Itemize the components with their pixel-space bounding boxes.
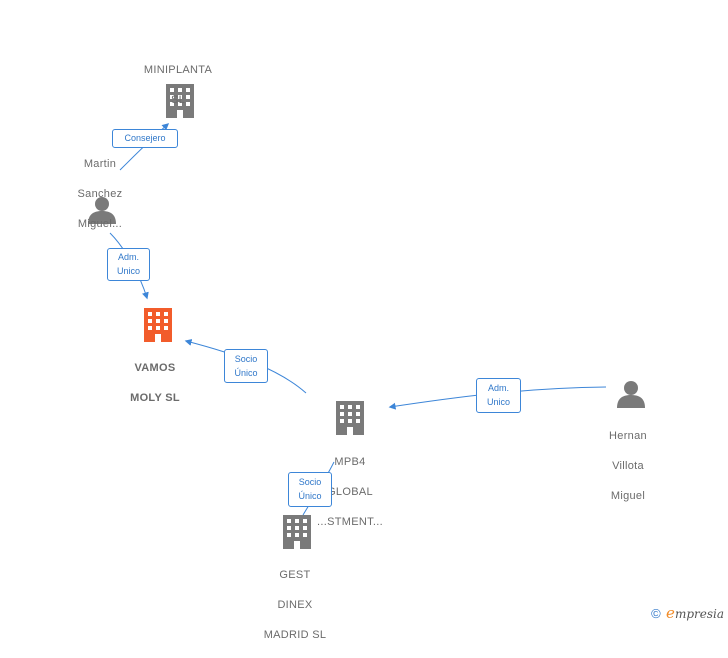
node-label-vamos[interactable]: VAMOS MOLY SL <box>105 346 205 421</box>
label-line: GLOBAL <box>327 486 373 498</box>
edge-label-consejero[interactable]: Consejero <box>112 129 178 148</box>
brand-rest: mpresia <box>674 607 724 621</box>
label-line: MINIPLANTA <box>143 64 213 76</box>
edge-label-adm-martin[interactable]: Adm. Unico <box>107 248 150 281</box>
node-label-hernan[interactable]: Hernan Villota Miguel <box>578 414 678 519</box>
label-line: MPB4 <box>334 456 366 468</box>
brand-e: e <box>666 604 675 622</box>
label-line: Unico <box>486 397 510 407</box>
edge-label-socio-gest[interactable]: Socio Único <box>288 472 332 507</box>
empresia-logo: © empresia <box>651 604 724 622</box>
node-label-miniplanta[interactable]: MINIPLANTA SL <box>128 48 228 123</box>
label-line: Miguel... <box>77 218 123 230</box>
label-line: DINEX <box>277 599 313 611</box>
label-line: Miguel <box>610 490 646 502</box>
relationship-graph <box>88 84 645 549</box>
label-line: Adm. <box>117 252 139 262</box>
node-label-martin[interactable]: Martin Sanchez Miguel... <box>50 142 150 247</box>
edge-label-socio-mpb4[interactable]: Socio Único <box>224 349 268 383</box>
label-line: Socio <box>234 354 258 364</box>
label-line: Único <box>234 368 258 378</box>
label-line: Martin <box>83 158 117 170</box>
label-line: MOLY SL <box>130 392 180 404</box>
edge-consejero[interactable] <box>119 123 170 171</box>
edge-label-adm-hernan[interactable]: Adm. Unico <box>476 378 521 413</box>
label-line: SL <box>170 94 186 106</box>
building-icon[interactable] <box>336 401 364 435</box>
person-icon[interactable] <box>617 381 645 408</box>
label-line: MADRID SL <box>263 629 327 641</box>
label-line: ...STMENT... <box>317 516 383 528</box>
building-icon[interactable] <box>166 84 194 118</box>
label-line: Sanchez <box>77 188 123 200</box>
person-icon[interactable] <box>88 197 116 224</box>
copyright-icon: © <box>651 606 661 621</box>
label-line: VAMOS <box>134 362 176 374</box>
node-label-gest[interactable]: GEST DINEX MADRID SL <box>245 553 345 658</box>
node-label-mpb4[interactable]: MPB4 GLOBAL ...STMENT... <box>300 440 400 545</box>
label-line: Villota <box>612 460 644 472</box>
label-line: Adm. <box>487 383 509 393</box>
label-line: Unico <box>116 266 140 276</box>
building-icon[interactable] <box>283 515 311 549</box>
label-line: Hernan <box>609 430 647 442</box>
label-line: Consejero <box>124 133 166 143</box>
label-line: Socio <box>298 477 322 487</box>
building-icon-highlight[interactable] <box>144 308 172 342</box>
label-line: Único <box>298 491 322 501</box>
label-line: GEST <box>279 569 311 581</box>
